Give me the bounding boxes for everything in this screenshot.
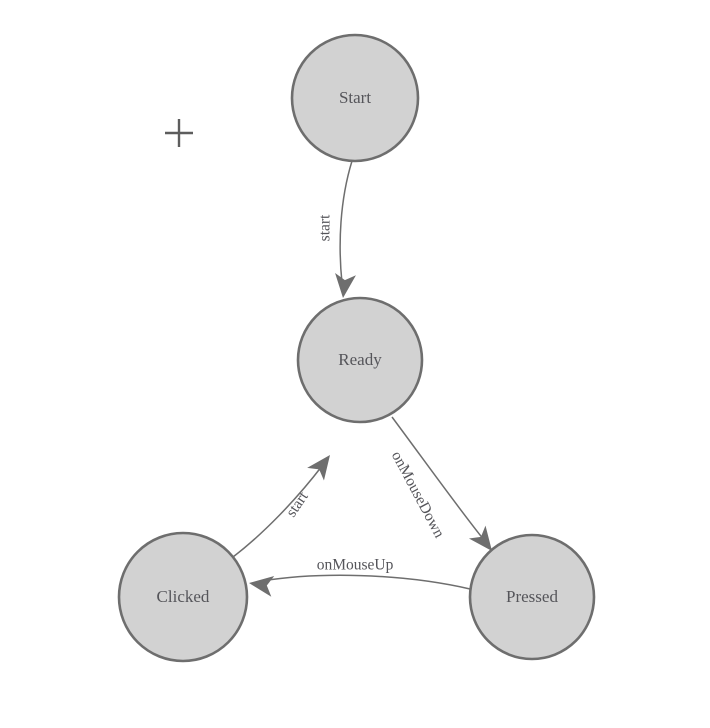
arrowhead-icon bbox=[249, 575, 275, 597]
node-clicked[interactable]: Clicked bbox=[117, 531, 249, 663]
crosshair-plus-icon bbox=[165, 119, 193, 147]
edge-start-to-ready[interactable]: start bbox=[317, 160, 356, 299]
node-shape[interactable] bbox=[296, 296, 424, 424]
edge-line bbox=[391, 416, 485, 541]
node-start[interactable]: Start bbox=[290, 33, 420, 163]
node-ready[interactable]: Ready bbox=[296, 296, 424, 424]
edge-ready-to-pressed[interactable]: onMouseDown bbox=[388, 416, 500, 557]
edge-clicked-to-ready[interactable]: start bbox=[232, 449, 338, 558]
node-label: Clicked bbox=[157, 587, 210, 606]
node-pressed[interactable]: Pressed bbox=[468, 533, 596, 661]
edge-line bbox=[261, 574, 471, 590]
edge-pressed-to-clicked[interactable]: onMouseUp bbox=[248, 557, 471, 597]
arrowhead-icon bbox=[307, 455, 330, 481]
edge-line bbox=[232, 465, 323, 558]
edge-label: onMouseUp bbox=[317, 557, 394, 574]
node-label: Ready bbox=[338, 350, 382, 369]
arrowhead-icon bbox=[335, 273, 356, 298]
edge-label: start bbox=[317, 214, 334, 241]
cursor-layer bbox=[165, 119, 193, 147]
edge-label: onMouseDown bbox=[388, 448, 448, 541]
arrowhead-icon bbox=[468, 525, 492, 551]
node-label: Pressed bbox=[506, 587, 558, 606]
node-shape[interactable] bbox=[290, 33, 420, 163]
node-shape[interactable] bbox=[117, 531, 249, 663]
edge-label: start bbox=[283, 488, 312, 520]
edge-line bbox=[339, 160, 353, 284]
node-shape[interactable] bbox=[468, 533, 596, 661]
node-label: Start bbox=[339, 88, 371, 107]
